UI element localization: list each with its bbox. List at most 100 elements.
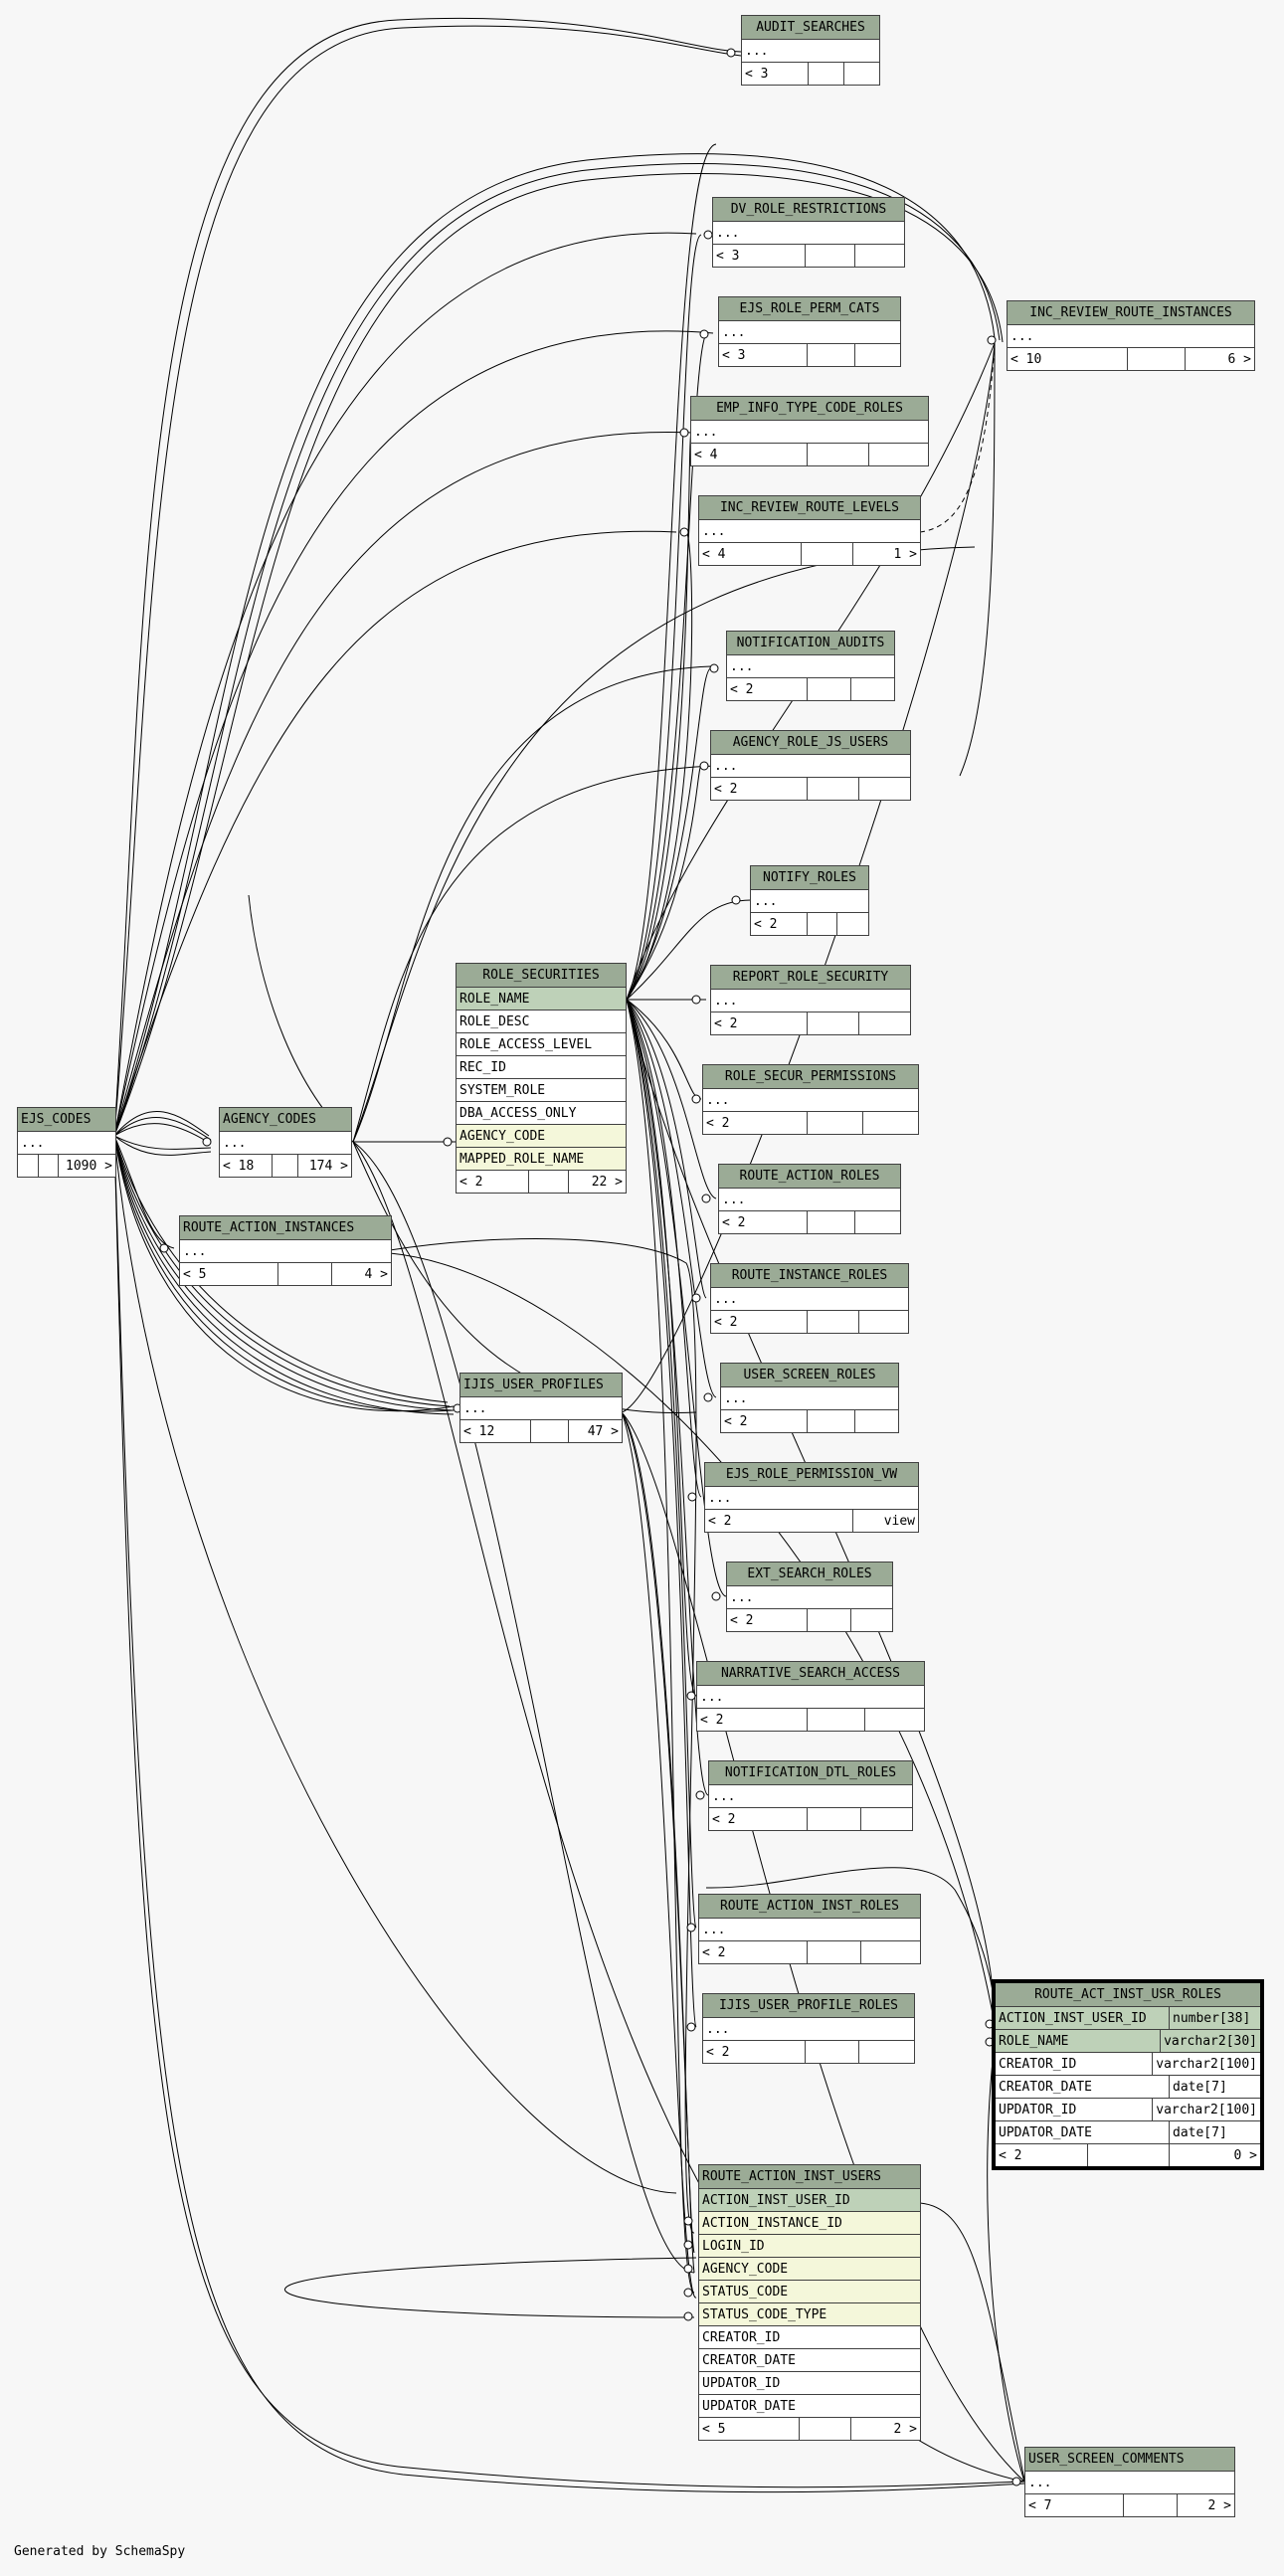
table-title: EXT_SEARCH_ROLES <box>727 1563 892 1585</box>
ejs-codes-edges <box>113 17 1025 2493</box>
table-agency-role-js-users[interactable]: AGENCY_ROLE_JS_USERS ... < 2 <box>710 730 911 801</box>
column-ellipsis: ... <box>727 654 894 677</box>
table-notification-audits[interactable]: NOTIFICATION_AUDITS ... < 2 <box>726 631 895 701</box>
column-system-role: SYSTEM_ROLE <box>457 1078 626 1101</box>
table-footer: < 4 <box>691 443 928 465</box>
table-ejs-codes[interactable]: EJS_CODES ... 1090 > <box>17 1107 116 1178</box>
column-ellipsis: ... <box>699 519 920 542</box>
column-updator-id: UPDATOR_ID <box>699 2371 920 2394</box>
parent-count: < 2 <box>706 1116 730 1131</box>
table-title: USER_SCREEN_ROLES <box>721 1364 898 1386</box>
misc-edges <box>284 342 1025 2483</box>
parent-count: < 2 <box>730 1613 754 1628</box>
parent-count: < 3 <box>745 67 769 82</box>
table-title: ROUTE_ACT_INST_USR_ROLES <box>996 1983 1260 2006</box>
column-updator-date: UPDATOR_DATE <box>699 2394 920 2417</box>
table-title: REPORT_ROLE_SECURITY <box>711 966 910 989</box>
parent-count: < 2 <box>712 1812 736 1827</box>
table-ijis-user-profile-roles[interactable]: IJIS_USER_PROFILE_ROLES ... < 2 <box>702 1993 915 2064</box>
table-role-secur-permissions[interactable]: ROLE_SECUR_PERMISSIONS ... < 2 <box>702 1064 919 1135</box>
table-route-action-roles[interactable]: ROUTE_ACTION_ROLES ... < 2 <box>718 1164 901 1234</box>
child-count: 174 > <box>297 1155 351 1177</box>
child-count <box>836 913 868 935</box>
generated-by-credit: Generated by SchemaSpy <box>14 2544 186 2559</box>
table-narrative-search-access[interactable]: NARRATIVE_SEARCH_ACCESS ... < 2 <box>696 1661 925 1732</box>
column-role-name: ROLE_NAME <box>457 987 626 1010</box>
table-title: INC_REVIEW_ROUTE_LEVELS <box>699 496 920 519</box>
table-title: EJS_ROLE_PERM_CATS <box>719 297 900 320</box>
table-title: AGENCY_ROLE_JS_USERS <box>711 731 910 754</box>
table-footer: < 3 <box>713 244 904 267</box>
table-footer: < 5 4 > <box>180 1262 391 1285</box>
child-count <box>854 1211 900 1233</box>
parent-count: < 4 <box>694 448 718 462</box>
column-ellipsis: ... <box>713 221 904 244</box>
table-user-screen-roles[interactable]: USER_SCREEN_ROLES ... < 2 <box>720 1363 899 1433</box>
table-role-securities[interactable]: ROLE_SECURITIES ROLE_NAME ROLE_DESC ROLE… <box>456 963 627 1194</box>
table-emp-info-type-code-roles[interactable]: EMP_INFO_TYPE_CODE_ROLES ... < 4 <box>690 396 929 466</box>
column-type: number[38] <box>1169 2007 1260 2029</box>
column-rec-id: REC_ID <box>457 1055 626 1078</box>
table-title: ROLE_SECUR_PERMISSIONS <box>703 1065 918 1088</box>
table-footer: < 2 <box>711 777 910 800</box>
table-footer: < 3 <box>742 62 879 85</box>
table-title: NARRATIVE_SEARCH_ACCESS <box>697 1662 924 1685</box>
child-count <box>858 1311 908 1333</box>
column-agency-code: AGENCY_CODE <box>699 2257 920 2280</box>
table-title: EJS_CODES <box>18 1108 115 1131</box>
parent-count: < 2 <box>722 1215 746 1230</box>
table-route-action-inst-users[interactable]: ROUTE_ACTION_INST_USERS ACTION_INST_USER… <box>698 2164 921 2441</box>
child-count <box>860 1941 920 1963</box>
table-report-role-security[interactable]: REPORT_ROLE_SECURITY ... < 2 <box>710 965 911 1035</box>
column-ellipsis: ... <box>703 2017 914 2040</box>
child-count: 22 > <box>568 1171 626 1193</box>
column-ellipsis: ... <box>691 420 928 443</box>
table-route-action-inst-roles[interactable]: ROUTE_ACTION_INST_ROLES ... < 2 <box>698 1894 921 1964</box>
child-count: 47 > <box>568 1420 622 1442</box>
table-footer: < 2 <box>751 912 868 935</box>
table-footer: < 2 <box>703 2040 914 2063</box>
view-label: view <box>852 1510 918 1532</box>
table-footer: < 2 <box>711 1012 910 1034</box>
table-ext-search-roles[interactable]: EXT_SEARCH_ROLES ... < 2 <box>726 1562 893 1632</box>
column-action-inst-user-id: ACTION_INST_USER_ID <box>699 2188 920 2211</box>
table-notification-dtl-roles[interactable]: NOTIFICATION_DTL_ROLES ... < 2 <box>708 1760 913 1831</box>
role-securities-edges <box>626 143 996 2294</box>
child-count: 4 > <box>331 1263 391 1285</box>
table-route-instance-roles[interactable]: ROUTE_INSTANCE_ROLES ... < 2 <box>710 1263 909 1334</box>
column-creator-id: CREATOR_ID <box>699 2325 920 2348</box>
table-route-act-inst-usr-roles[interactable]: ROUTE_ACT_INST_USR_ROLES ACTION_INST_USE… <box>992 1979 1264 2170</box>
child-count <box>868 444 928 465</box>
column-type: date[7] <box>1169 2121 1260 2143</box>
table-title: IJIS_USER_PROFILE_ROLES <box>703 1994 914 2017</box>
parent-count: < 5 <box>702 2422 726 2437</box>
table-dv-role-restrictions[interactable]: DV_ROLE_RESTRICTIONS ... < 3 <box>712 197 905 268</box>
table-ejs-role-perm-cats[interactable]: EJS_ROLE_PERM_CATS ... < 3 <box>718 296 901 367</box>
parent-count: < 2 <box>459 1175 483 1190</box>
table-footer: < 2 <box>709 1807 912 1830</box>
child-count: 0 > <box>1169 2144 1260 2166</box>
table-notify-roles[interactable]: NOTIFY_ROLES ... < 2 <box>750 865 869 936</box>
column-agency-code: AGENCY_CODE <box>457 1124 626 1147</box>
column-role-access-level: ROLE_ACCESS_LEVEL <box>457 1032 626 1055</box>
table-footer: < 2 <box>699 1940 920 1963</box>
table-audit-searches[interactable]: AUDIT_SEARCHES ... < 3 <box>741 15 880 86</box>
column-ellipsis: ... <box>721 1386 898 1409</box>
column-ellipsis: ... <box>711 1287 908 1310</box>
parent-count: < 5 <box>183 1267 207 1282</box>
table-title: EMP_INFO_TYPE_CODE_ROLES <box>691 397 928 420</box>
